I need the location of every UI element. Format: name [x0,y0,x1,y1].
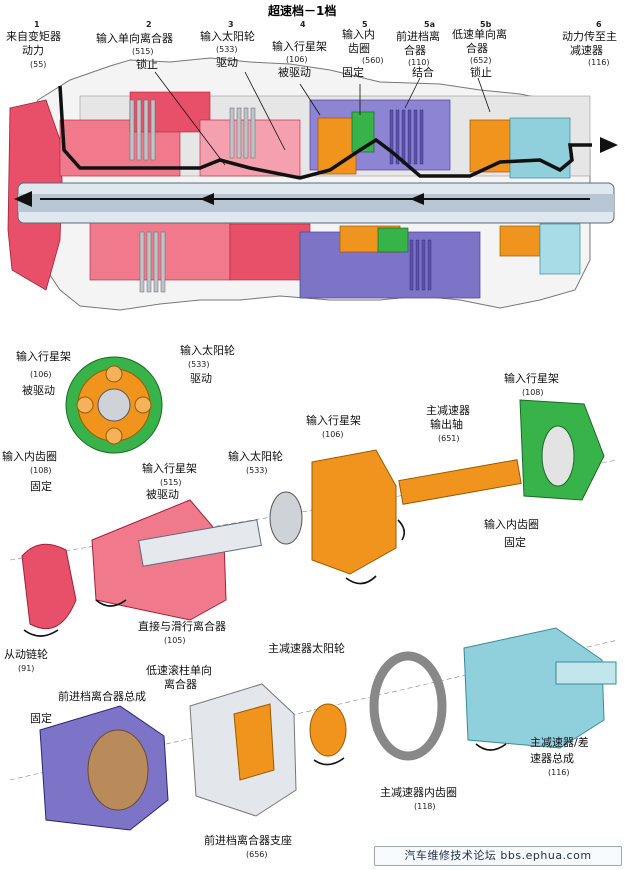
label-fixed: 固定 [30,712,52,725]
teal-diff-lower [539,223,581,275]
power-flow-line [58,85,592,180]
main-shaft-core [18,194,614,212]
teal-diff-shaft [555,661,617,685]
orange-planet-upper-2 [469,119,511,173]
green-gear-hub [97,388,131,422]
arrow-mid-1 [200,193,214,205]
green-ring-inner [541,425,575,487]
arrow-mid-2 [410,193,424,205]
label-reduce-sun: 主减速器太阳轮 [268,642,345,655]
purple-drum-inner [87,729,149,811]
exploded-middle [9,356,619,629]
orange-output-shaft [398,459,522,505]
planet-2 [134,396,152,414]
orange-sprag [233,703,275,781]
orange-carrier [311,449,397,575]
purple-plates [389,109,432,291]
orange-sun-gear [309,703,347,757]
rotation-arrows [23,519,507,766]
teal-differential [463,627,605,749]
orange-planet-lower-2 [499,225,541,257]
pink-block-2 [129,91,211,133]
gray-ring-gear [369,651,447,761]
label-forward-assembly: 前进档离合器总成 [58,690,146,703]
leader-lines [154,71,491,166]
page-title: 超速档－1档 [268,4,337,18]
arrow-right-tip [600,137,618,153]
exploded-bottom [9,627,619,831]
cutaway-section [7,57,618,311]
green-ring-lower [377,227,409,253]
pink-block-5 [229,223,311,281]
arrow-left-tip [14,191,32,207]
gray-bearing [269,491,303,545]
pink-sprocket [21,543,77,629]
planet-4 [76,396,94,414]
forum-watermark: 汽车维修技术论坛 bbs.ephua.com [374,846,622,866]
pink-hub-shaft [138,519,262,567]
clutch-plates-lower [139,231,166,293]
planet-1 [105,365,123,383]
planet-3 [105,427,123,445]
clutch-plates-upper [129,99,256,161]
green-ring-upper [351,111,375,153]
pink-block-4 [89,221,231,281]
